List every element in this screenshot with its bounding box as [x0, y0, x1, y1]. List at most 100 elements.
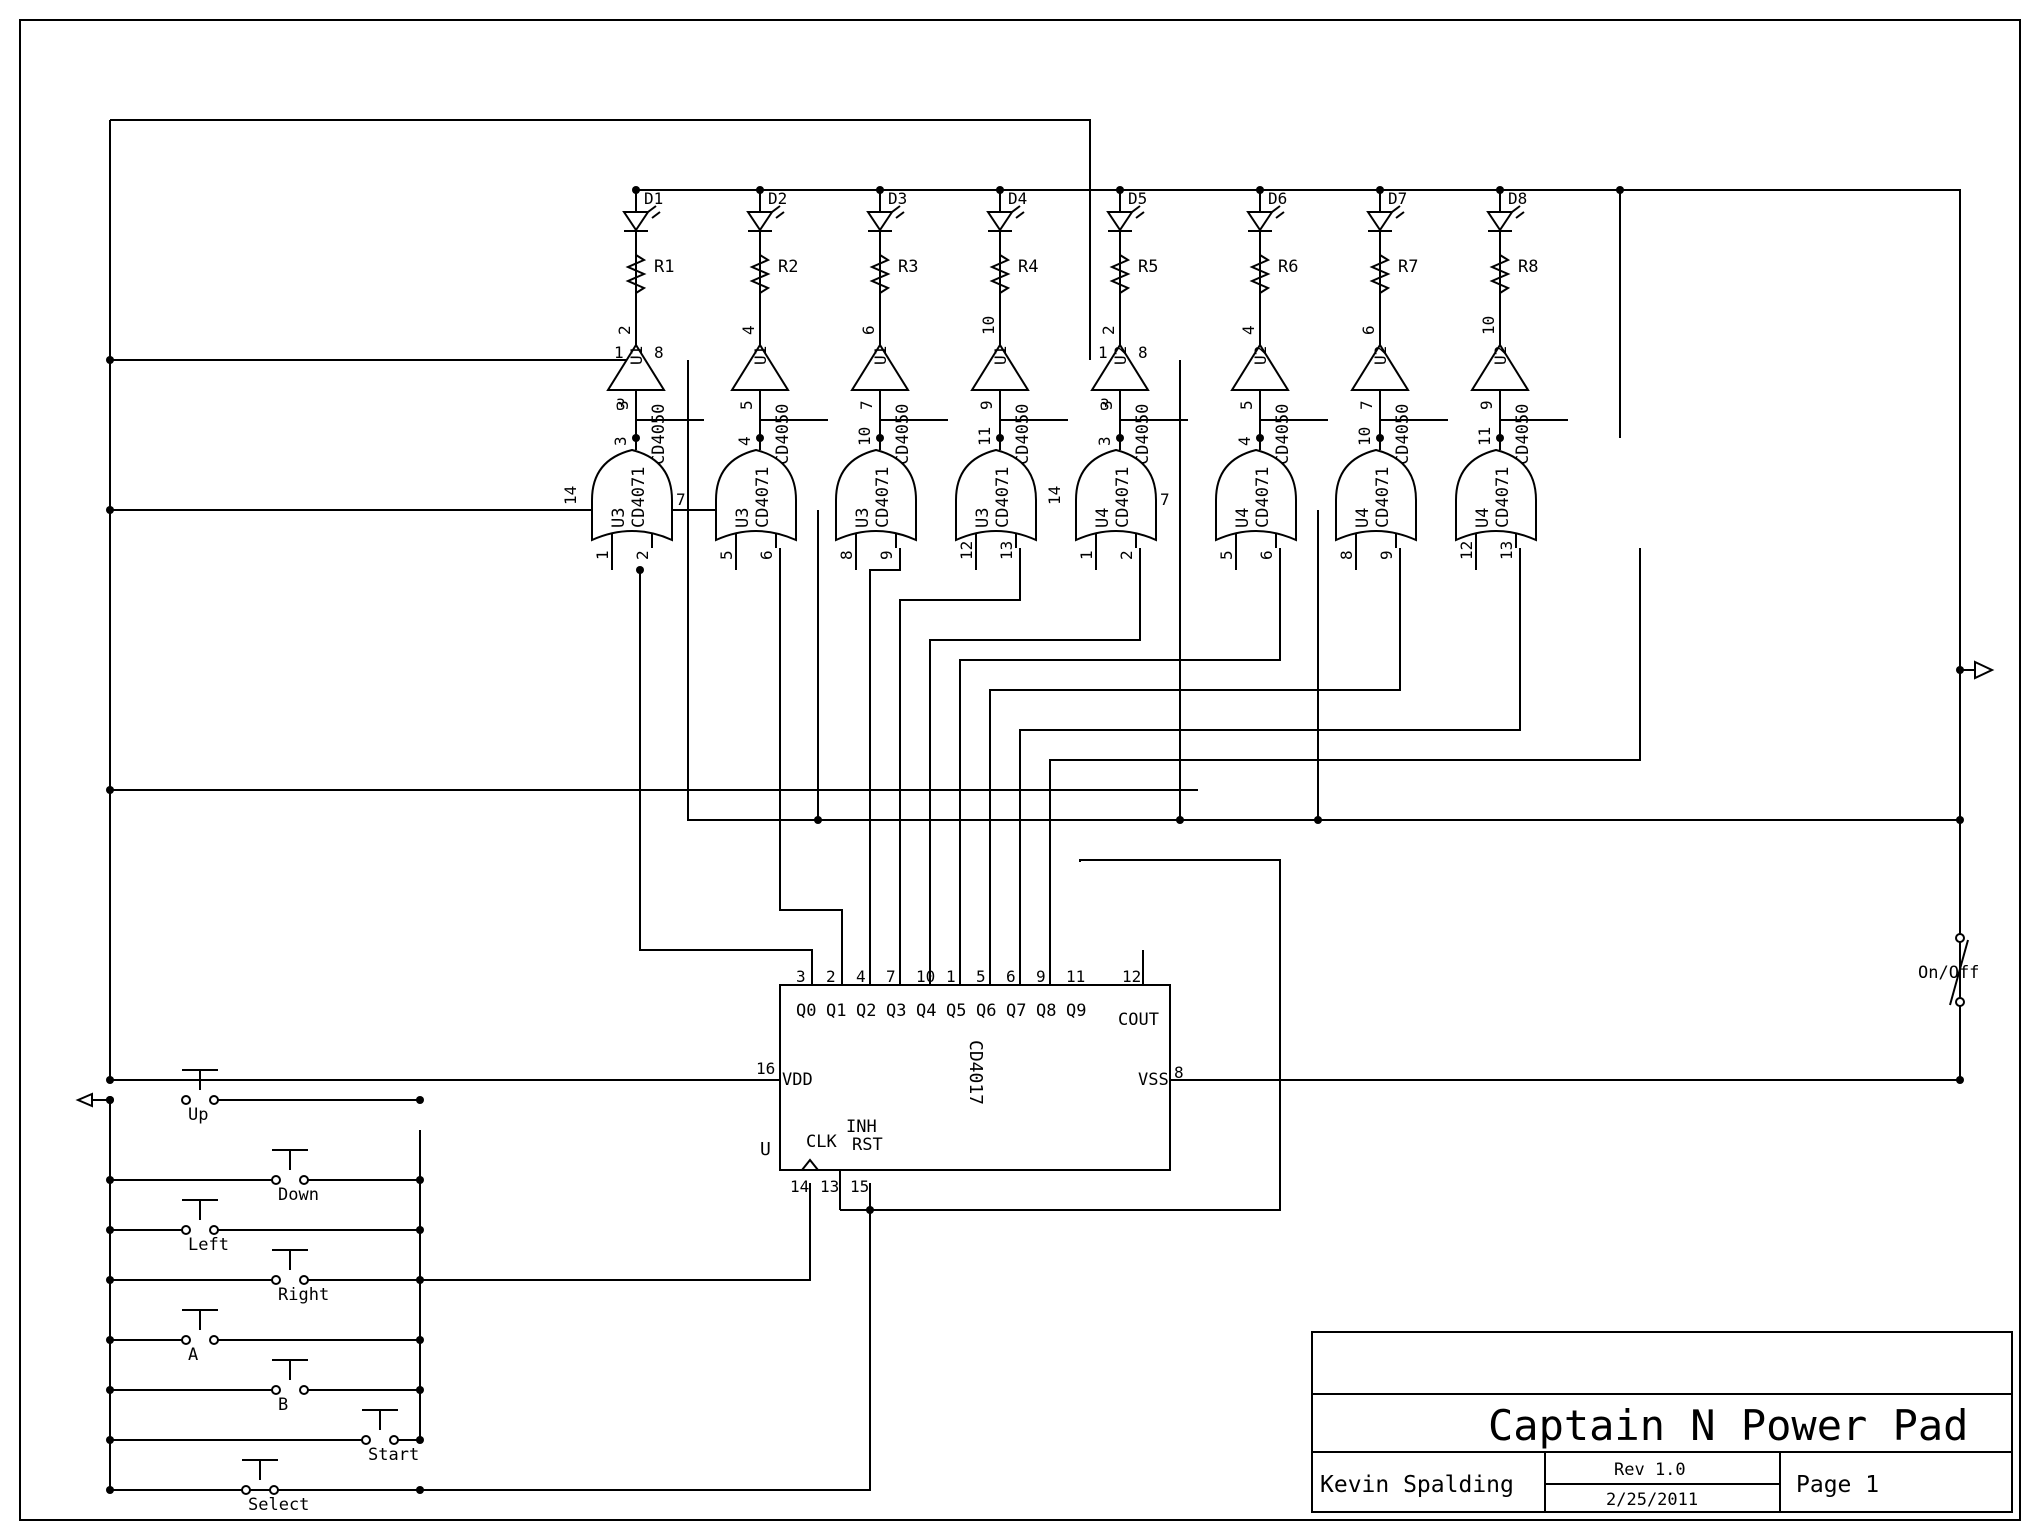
- button-label: B: [278, 1395, 288, 1415]
- counter-output-label: Q7: [1006, 1001, 1026, 1021]
- buffer-out-pin: 6: [859, 325, 878, 335]
- buffer-out-pin: 10: [979, 316, 998, 335]
- or-unit-label: U3: [853, 508, 873, 528]
- counter-output-label: Q6: [976, 1001, 996, 1021]
- cd4017-clk-pin: 14: [790, 1177, 809, 1196]
- buffer-part-label: CD4050: [1273, 404, 1293, 465]
- or-in-pin: 8: [837, 550, 856, 560]
- drawing-border: [19, 19, 2021, 1521]
- resistor-icon: [869, 254, 891, 294]
- led-icon: [746, 211, 774, 232]
- or-unit-label: U4: [1473, 508, 1493, 528]
- cd4017-vdd-pin: 16: [756, 1059, 775, 1078]
- or-in-pin: 5: [1217, 550, 1236, 560]
- diode-label: D8: [1508, 189, 1527, 208]
- or-in-pin: 12: [957, 541, 976, 560]
- cd4017-rst-label: RST: [852, 1135, 883, 1155]
- power-output-arrow-icon: [1974, 660, 1995, 680]
- buffer-out-pin: 4: [739, 325, 758, 335]
- resistor-label: R6: [1278, 257, 1298, 277]
- page-number: Page 1: [1796, 1472, 1879, 1498]
- buffer-out-pin: 2: [1099, 325, 1118, 335]
- counter-output-label: Q3: [886, 1001, 906, 1021]
- buffer-out-pin: 4: [1239, 325, 1258, 335]
- buffer-power-pin: 8: [1138, 343, 1148, 362]
- or-gate-icon: [1335, 448, 1417, 542]
- or-part-label: CD4071: [1373, 467, 1393, 528]
- pushbutton: Up: [106, 1069, 424, 1125]
- buffer-part-label: CD4050: [1393, 404, 1413, 465]
- or-part-label: CD4071: [1113, 467, 1133, 528]
- counter-output-label: Q8: [1036, 1001, 1056, 1021]
- cd4017-counter: CD4017 U Q03Q12Q24Q37Q410Q51Q65Q76Q89Q91…: [756, 950, 1184, 1211]
- pushbutton: Right: [106, 1249, 424, 1305]
- junction-dots: [106, 186, 1964, 1214]
- or-in-pin: 2: [1117, 550, 1136, 560]
- diode-label: D3: [888, 189, 907, 208]
- cd4017-cout-pin: 12: [1122, 967, 1141, 986]
- button-label: Select: [248, 1495, 309, 1515]
- or-part-label: CD4071: [1253, 467, 1273, 528]
- counter-output-pin: 5: [976, 967, 986, 986]
- buffer-in-pin: 9: [977, 400, 996, 410]
- or-gate-icon: [1455, 448, 1537, 542]
- buffer-in-pin: 3: [616, 395, 626, 414]
- counter-output-label: Q1: [826, 1001, 846, 1021]
- pushbutton: Start: [106, 1409, 424, 1465]
- buffer-in-pin: 5: [1237, 400, 1256, 410]
- counter-output-pin: 4: [856, 967, 866, 986]
- or-out-pin: 4: [735, 436, 754, 446]
- or-in-pin: 6: [757, 550, 776, 560]
- or-part-label: CD4071: [1493, 467, 1513, 528]
- or-in-pin: 13: [997, 541, 1016, 560]
- author-name: Kevin Spalding: [1320, 1472, 1514, 1498]
- or-in-pin: 13: [1497, 541, 1516, 560]
- buffer-in-pin: 3: [1100, 395, 1110, 414]
- cd4017-clk-label: CLK: [806, 1132, 837, 1152]
- buffer-part-label: CD4050: [1013, 404, 1033, 465]
- or-in-pin: 8: [1337, 550, 1356, 560]
- resistor-icon: [749, 254, 771, 294]
- diode-label: D2: [768, 189, 787, 208]
- or-gate-icon: [955, 448, 1037, 542]
- cd4017-rst-pin: 15: [850, 1177, 869, 1196]
- cd4017-body: [779, 984, 1171, 1171]
- or-unit-label: U3: [609, 508, 629, 528]
- pushbutton: Select: [106, 1459, 424, 1515]
- diode-label: D6: [1268, 189, 1287, 208]
- resistor-label: R8: [1518, 257, 1538, 277]
- led-icon: [622, 211, 650, 232]
- diode-label: D5: [1128, 189, 1147, 208]
- or-part-label: CD4071: [993, 467, 1013, 528]
- or-in-pin: 9: [877, 550, 896, 560]
- buffer-power-pin: 1: [1098, 343, 1108, 362]
- pushbutton: Left: [106, 1199, 424, 1255]
- or-unit-label: U4: [1093, 508, 1113, 528]
- cd4017-cout-label: COUT: [1118, 1010, 1159, 1030]
- counter-output-pin: 11: [1066, 967, 1085, 986]
- or-out-pin: 3: [611, 436, 630, 446]
- buffer-unit-label: U1: [991, 346, 1010, 365]
- cd4017-ref-label: U: [760, 1139, 771, 1160]
- or-in-pin: 12: [1457, 541, 1476, 560]
- resistor-icon: [1489, 254, 1511, 294]
- resistor-label: R7: [1398, 257, 1418, 277]
- counter-output-label: Q0: [796, 1001, 816, 1021]
- led-icon: [1246, 211, 1274, 232]
- power-switch: On/Off: [1918, 930, 1979, 1010]
- counter-output-label: Q9: [1066, 1001, 1086, 1021]
- counter-output-pin: 9: [1036, 967, 1046, 986]
- counter-output-pin: 6: [1006, 967, 1016, 986]
- or-out-pin: 3: [1095, 436, 1114, 446]
- or-in-pin: 2: [633, 550, 652, 560]
- schematic-title: Captain N Power Pad: [1488, 1401, 1968, 1450]
- counter-output-pin: 1: [946, 967, 956, 986]
- buffer-unit-label: U2: [1111, 346, 1130, 365]
